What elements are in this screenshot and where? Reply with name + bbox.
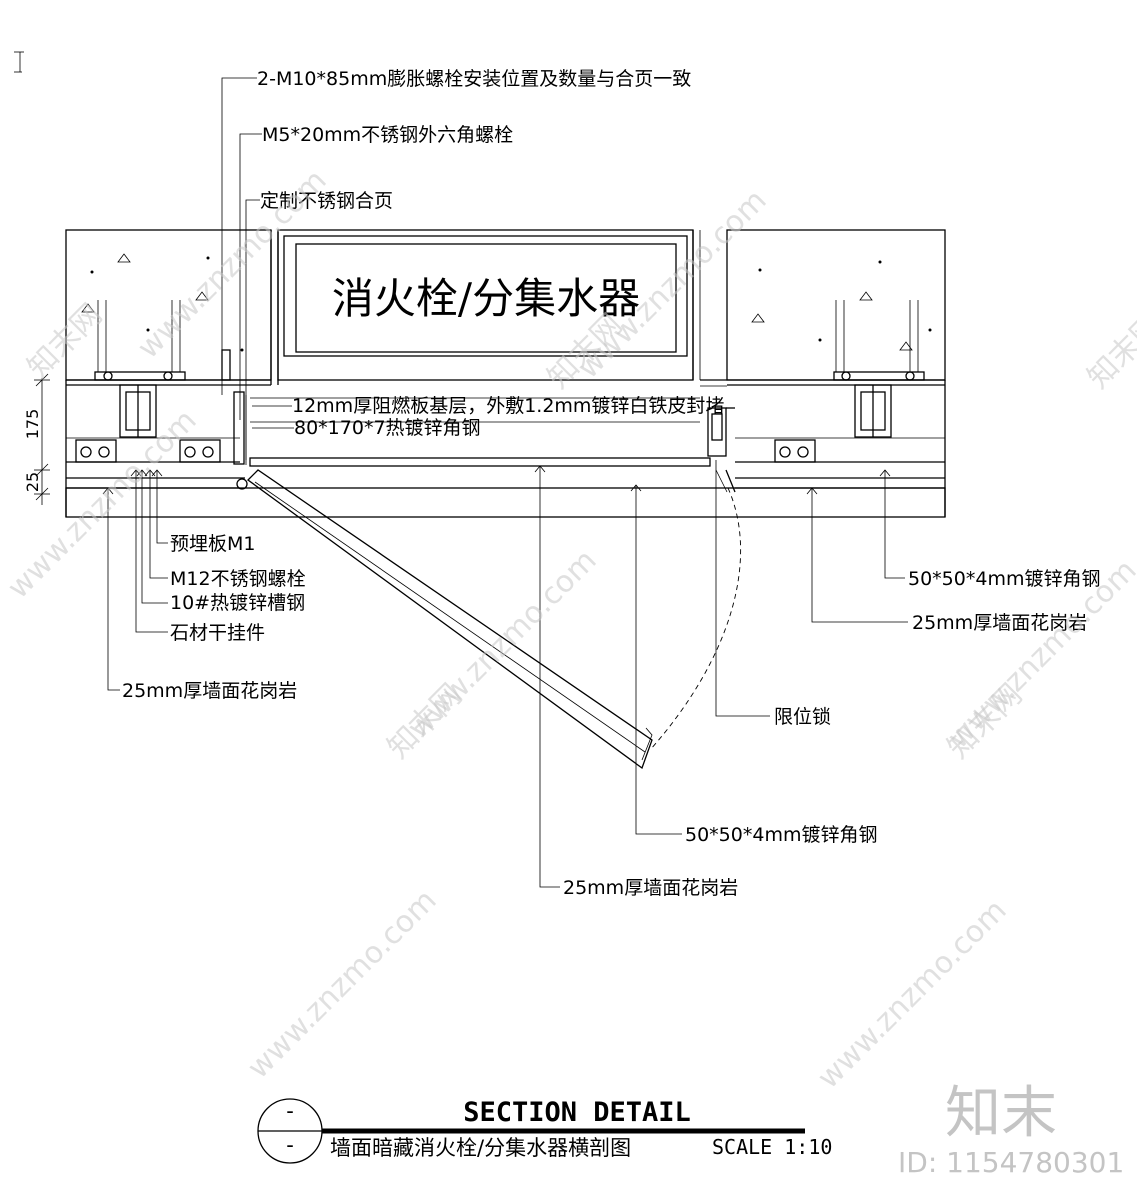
- callout-angle-steel-main: 80*170*7热镀锌角钢: [294, 417, 481, 439]
- title-en: SECTION DETAIL: [463, 1097, 691, 1128]
- callout-m12-bolt: M12不锈钢螺栓: [170, 568, 306, 590]
- dimension-line: [34, 373, 50, 505]
- corner-mark-icon: [14, 51, 24, 73]
- callout-angle-steel-right: 50*50*4mm镀锌角钢: [908, 568, 1100, 590]
- callout-expansion-bolt: 2-M10*85mm膨胀螺栓安装位置及数量与合页一致: [257, 68, 691, 90]
- callout-hex-bolt: M5*20mm不锈钢外六角螺栓: [262, 124, 513, 146]
- title-block: [257, 1098, 805, 1164]
- leader-lines: [102, 77, 908, 888]
- watermark-logo: 知末: [945, 1081, 1057, 1146]
- callout-hinge: 定制不锈钢合页: [260, 190, 393, 212]
- watermark-site-1: www.znzmo.com: [131, 163, 334, 366]
- box-label: 消火栓/分集水器: [332, 274, 640, 323]
- title-scale: SCALE 1:10: [712, 1135, 832, 1159]
- watermark-brand-4: 知末网: [381, 677, 469, 765]
- dimension-175: 175: [23, 409, 42, 440]
- callout-stone-hanger: 石材干挂件: [170, 622, 265, 644]
- callout-channel-steel: 10#热镀锌槽钢: [170, 592, 305, 614]
- title-symbol-top: -: [286, 1099, 294, 1123]
- callout-granite-right: 25mm厚墙面花岗岩: [912, 612, 1087, 634]
- channel-steel: [119, 384, 892, 438]
- watermark-site-7: www.znzmo.com: [811, 893, 1014, 1096]
- watermark-brand-3: 知末网: [1081, 307, 1137, 395]
- title-symbol-bottom: -: [286, 1133, 294, 1157]
- title-zh: 墙面暗藏消火栓/分集水器横剖图: [330, 1136, 631, 1160]
- callout-angle-steel-bottom: 50*50*4mm镀锌角钢: [685, 824, 877, 846]
- stone-hangers: [75, 439, 816, 463]
- dimension-25: 25: [23, 472, 42, 492]
- callout-fireproof-board: 12mm厚阻燃板基层，外敷1.2mm镀锌白铁皮封堵: [292, 395, 724, 417]
- watermark-id: ID: 1154780301: [898, 1146, 1124, 1179]
- open-door-leaf: [247, 469, 653, 770]
- callout-embedded-plate: 预埋板M1: [170, 533, 255, 555]
- callout-granite-bottom: 25mm厚墙面花岗岩: [563, 877, 738, 899]
- door-frame-right: [707, 407, 736, 493]
- watermark-site-6: www.znzmo.com: [241, 883, 444, 1086]
- niche-box: [270, 229, 727, 387]
- callout-limit-lock: 限位锁: [774, 706, 831, 728]
- door-swing-arc: [649, 487, 742, 751]
- callout-granite-left: 25mm厚墙面花岗岩: [122, 680, 297, 702]
- anchor-bolts: [94, 300, 925, 381]
